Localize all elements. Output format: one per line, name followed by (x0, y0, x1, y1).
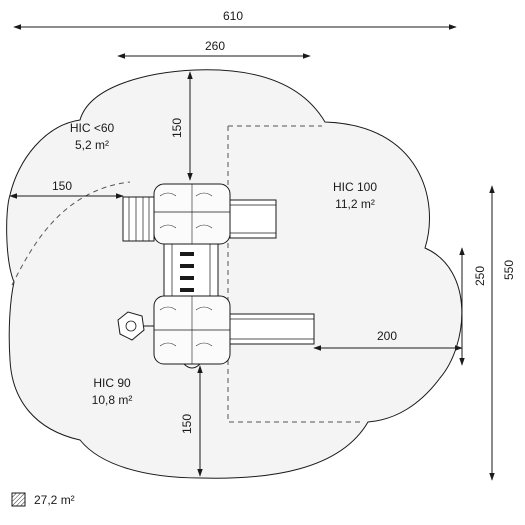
dim-left-clearance: 150 (52, 179, 72, 193)
zone-hic-60-area: 5,2 m² (75, 138, 109, 152)
zone-hic-100-area: 11,2 m² (335, 197, 375, 211)
dim-inner-height: 250 (473, 266, 487, 286)
zone-hic-90-area: 10,8 m² (92, 393, 133, 407)
zone-hic-60-label: HIC <60 (70, 121, 115, 135)
hic-boundary-left (11, 181, 131, 286)
steering-wheel-icon (117, 311, 154, 341)
total-area-label: 27,2 m² (34, 493, 75, 507)
tower-upper (153, 183, 231, 245)
dim-right-clearance: 200 (377, 329, 397, 343)
dim-overall-width: 610 (223, 9, 243, 23)
zone-hic-90-label: HIC 90 (93, 376, 131, 390)
tower-lower (153, 295, 231, 369)
hatched-surface-icon (11, 492, 26, 507)
dim-top-width: 260 (205, 39, 225, 53)
connecting-bridge (163, 243, 219, 297)
climbing-ladder (122, 196, 155, 242)
slide-lower (229, 313, 315, 345)
dim-overall-height: 550 (502, 260, 516, 280)
dim-top-clearance: 150 (170, 118, 184, 138)
dim-bottom-clearance: 150 (180, 414, 194, 434)
hic-boundary-right (227, 125, 362, 423)
zone-hic-100-label: HIC 100 (333, 180, 377, 194)
slide-upper (229, 199, 277, 239)
